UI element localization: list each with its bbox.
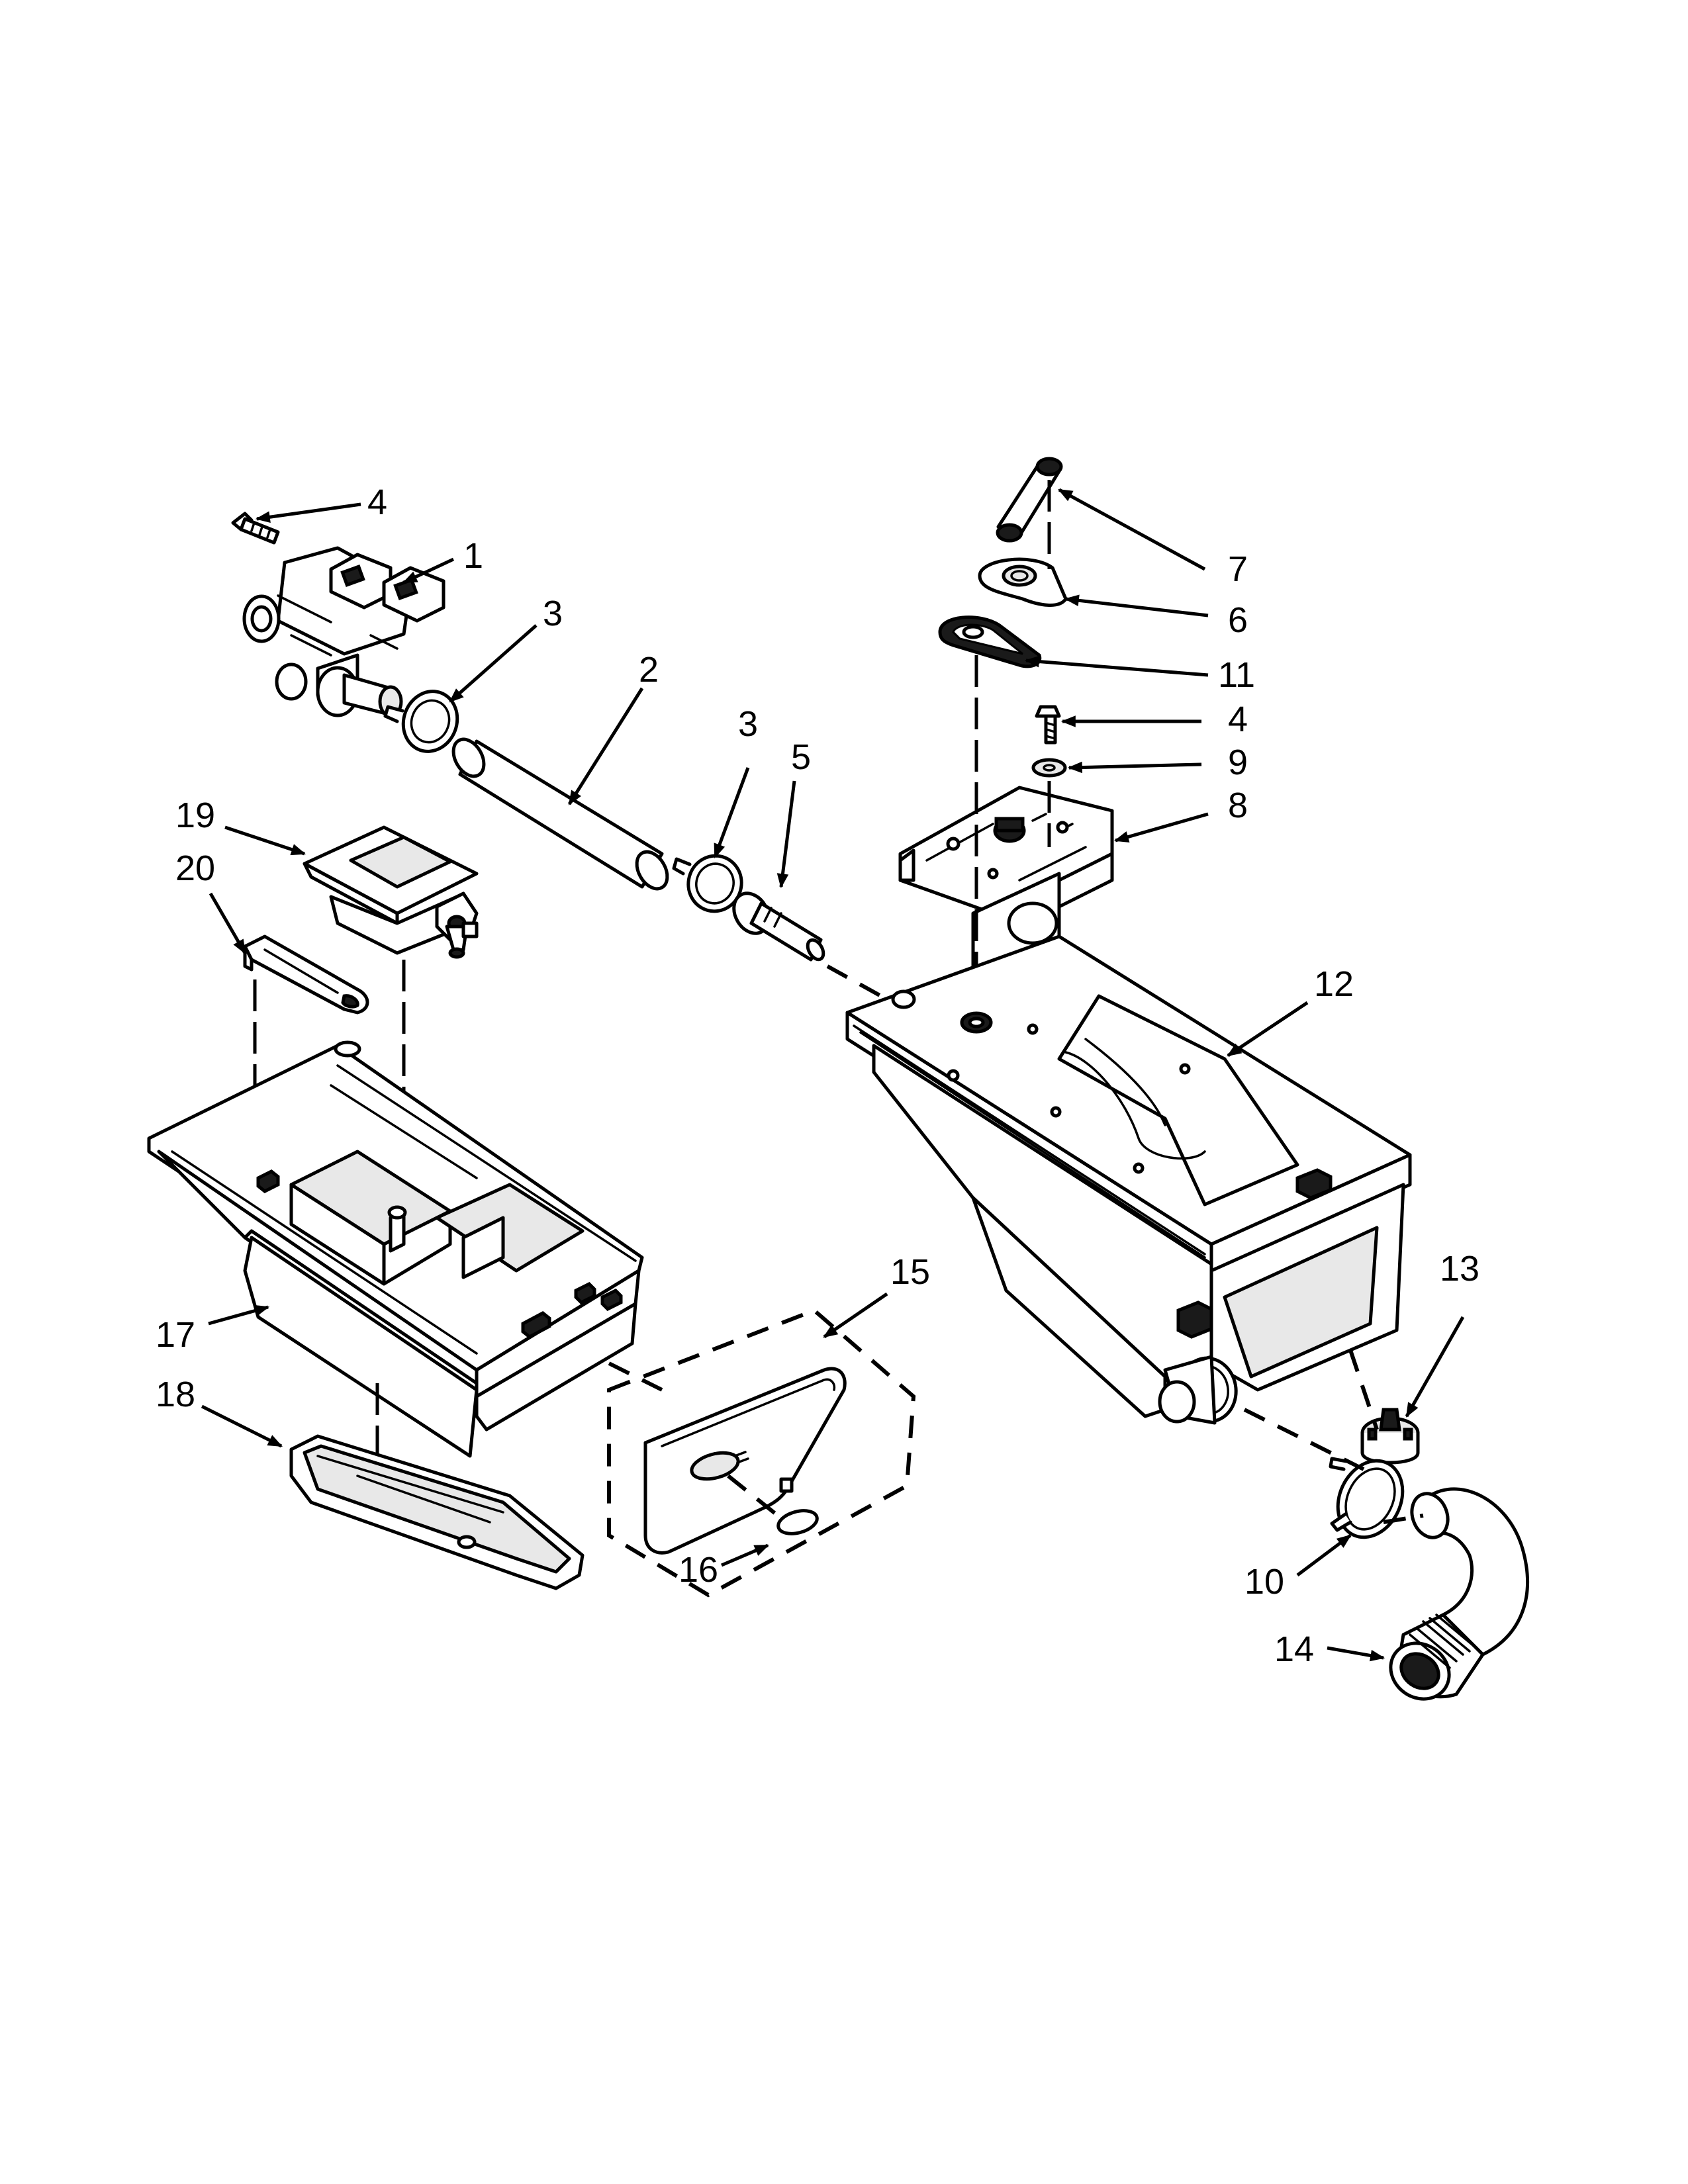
callout-9: 9 — [1228, 743, 1248, 782]
callout-1: 1 — [463, 536, 483, 576]
part-5-nozzle — [732, 891, 825, 962]
callout-4-valve-screw: 4 — [367, 482, 387, 522]
callout-5: 5 — [791, 737, 811, 777]
callout-11: 11 — [1218, 655, 1255, 695]
part-15-bezel-group — [607, 1308, 916, 1598]
part-11-seal — [938, 615, 1042, 668]
part-3-clamp-upper — [383, 690, 459, 753]
part-19-siphon-cover — [303, 825, 479, 959]
callout-3-lower: 3 — [738, 704, 758, 744]
part-8-dispenser-actuator — [898, 786, 1114, 975]
part-4-screw-actuator — [1035, 705, 1061, 745]
callout-17: 17 — [156, 1315, 195, 1355]
part-12-dispenser-housing — [845, 934, 1412, 1425]
callout-12: 12 — [1314, 964, 1354, 1004]
part-1-water-inlet-valve — [242, 546, 445, 718]
part-6-gasket-plate — [978, 557, 1068, 607]
part-14-drain-hose — [1389, 1487, 1529, 1701]
callout-6: 6 — [1228, 600, 1248, 640]
leader-lines — [201, 488, 1465, 1662]
part-9-washer — [1031, 758, 1067, 778]
part-18-drip-tray — [289, 1434, 585, 1590]
callout-labels: 4 1 3 2 3 5 19 20 7 6 11 4 9 8 12 13 15 … — [156, 482, 1479, 1669]
callout-13: 13 — [1440, 1249, 1479, 1289]
callout-19: 19 — [175, 796, 215, 835]
callout-15: 15 — [890, 1252, 930, 1292]
callout-14: 14 — [1274, 1629, 1314, 1669]
part-4-screw-valve — [231, 512, 280, 545]
part-10-hose-clamp — [1329, 1457, 1405, 1539]
callout-3-upper: 3 — [543, 594, 563, 633]
part-17-dispenser-drawer — [147, 1040, 644, 1458]
callout-16: 16 — [679, 1550, 718, 1590]
callout-10: 10 — [1244, 1562, 1284, 1602]
callout-7: 7 — [1228, 549, 1248, 589]
part-3-clamp-lower — [672, 854, 743, 913]
callout-2: 2 — [639, 650, 659, 690]
callout-20: 20 — [175, 848, 215, 888]
callout-4-actuator-screw: 4 — [1228, 700, 1248, 739]
part-7-lever-arm — [996, 457, 1063, 543]
part-2-hose — [451, 737, 669, 891]
part-20-clip — [243, 934, 369, 1015]
callout-18: 18 — [156, 1375, 195, 1414]
part-13-vent-cap — [1360, 1408, 1420, 1465]
callout-8: 8 — [1228, 786, 1248, 825]
part-16-lens — [776, 1509, 819, 1535]
